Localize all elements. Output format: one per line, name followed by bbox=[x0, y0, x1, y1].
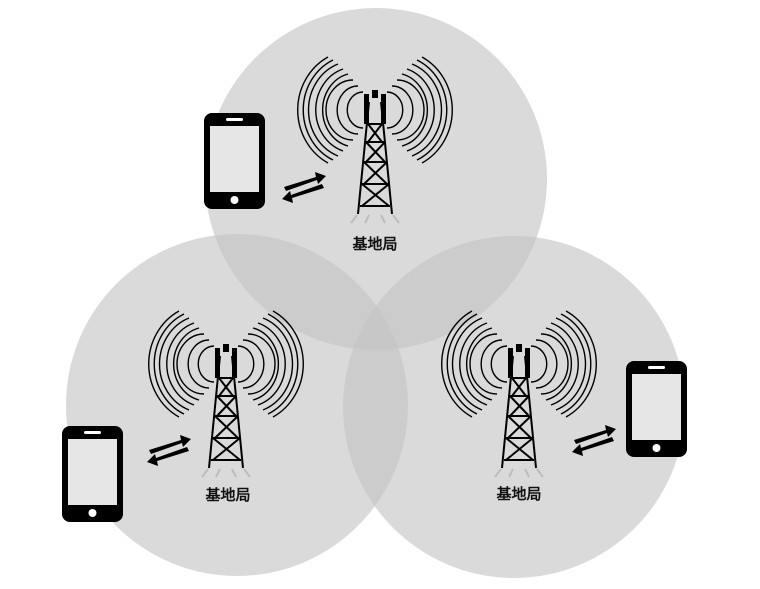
cell-top: 基地局 bbox=[204, 56, 454, 253]
smartphone-icon bbox=[626, 361, 687, 457]
cell-left: 基地局 bbox=[62, 310, 305, 522]
base-station-label: 基地局 bbox=[495, 485, 541, 503]
smartphone-icon bbox=[204, 113, 265, 209]
base-station-label: 基地局 bbox=[204, 486, 250, 504]
smartphone-icon bbox=[62, 426, 123, 522]
base-station-label: 基地局 bbox=[351, 235, 397, 253]
coverage-circle-right bbox=[343, 236, 685, 578]
cell-right: 基地局 bbox=[440, 310, 687, 503]
